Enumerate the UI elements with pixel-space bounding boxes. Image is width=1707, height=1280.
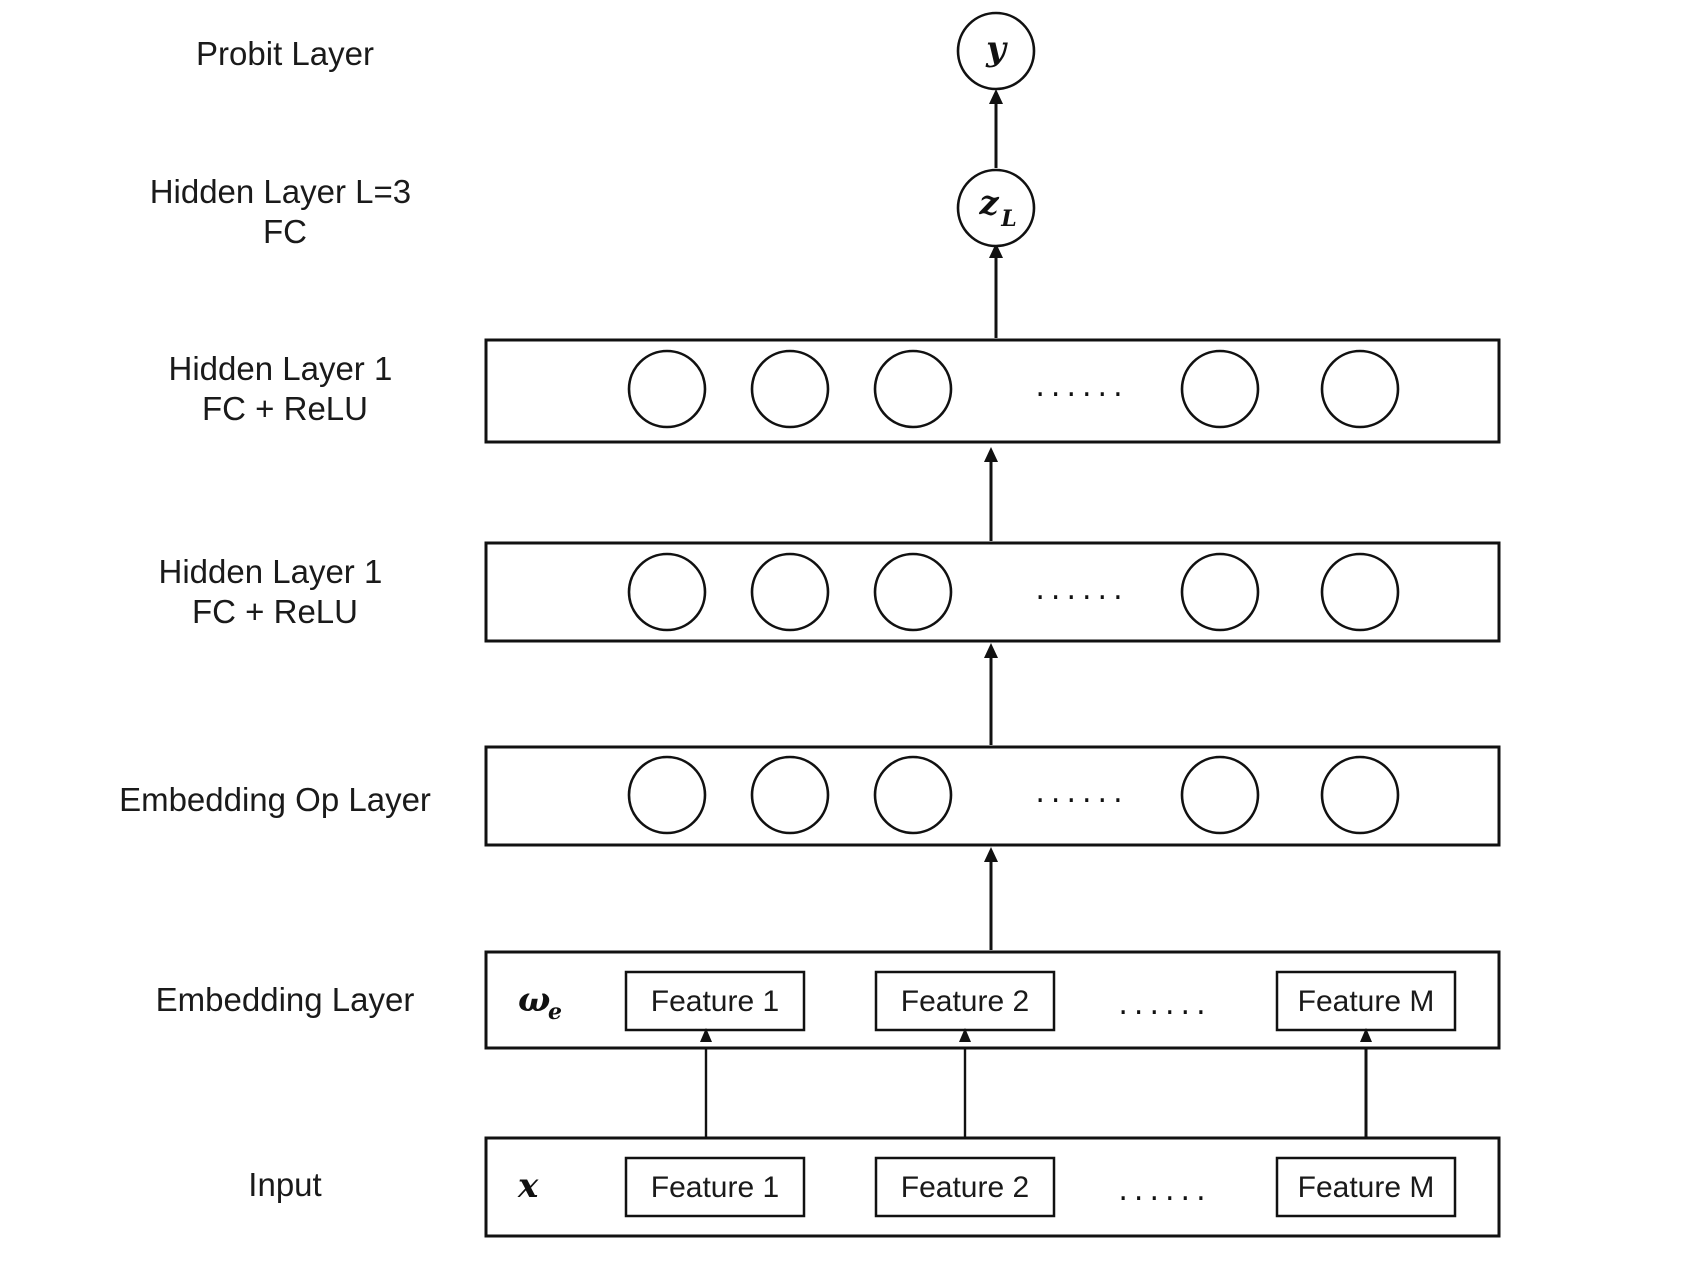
input-feature-2-box	[874, 1156, 1056, 1218]
feature-ellipsis: ......	[1118, 987, 1211, 1022]
neuron-node	[1180, 755, 1260, 835]
neuron-ellipsis: ......	[1035, 572, 1128, 607]
embedding-layer-box: ω e Feature 1 Feature 2 ...... Feature M	[484, 950, 1501, 1050]
arrowhead-y	[989, 89, 1003, 104]
neuron-node	[750, 552, 830, 632]
input-feature-1-box	[624, 1156, 806, 1218]
hidden-layer-bottom-box: ......	[484, 541, 1501, 643]
neuron-node	[1320, 349, 1400, 429]
embedding-op-layer-label: Embedding Op Layer	[119, 781, 431, 818]
neuron-ellipsis: ......	[1035, 775, 1128, 810]
neuron-node	[627, 349, 707, 429]
embedding-feature-m-label: Feature M	[1298, 985, 1435, 1018]
neuron-ellipsis: ......	[1035, 369, 1128, 404]
embedding-feature-1-box	[624, 970, 806, 1032]
input-feature-m-label: Feature M	[1298, 1171, 1435, 1204]
hidden-layer-top-box: ......	[484, 338, 1501, 444]
arrowhead-zl	[989, 243, 1003, 258]
arrowhead-hidden-bottom	[984, 643, 998, 658]
input-layer-box: x Feature 1 Feature 2 ...... Feature M	[484, 1136, 1501, 1238]
neuron-node	[873, 755, 953, 835]
y-symbol: y	[985, 29, 1008, 69]
neuron-node	[627, 755, 707, 835]
neuron-node	[1180, 552, 1260, 632]
y-output-node: y	[956, 11, 1036, 91]
input-feature-2-label: Feature 2	[901, 1171, 1029, 1204]
neuron-node	[873, 552, 953, 632]
neuron-node	[1320, 755, 1400, 835]
arrowhead-hidden-top	[984, 447, 998, 462]
hidden-layer-top-label: Hidden Layer 1 FC + ReLU	[169, 350, 402, 427]
embedding-op-layer-box: ......	[484, 745, 1501, 847]
neuron-node	[873, 349, 953, 429]
input-layer-label: Input	[248, 1166, 321, 1203]
zl-node: z L	[956, 168, 1036, 248]
omega-symbol: ω	[518, 980, 550, 1020]
omega-subscript: e	[548, 999, 562, 1025]
hidden-layer-l-label: Hidden Layer L=3 FC	[150, 173, 421, 250]
zl-symbol: z	[978, 183, 999, 223]
neuron-node	[1180, 349, 1260, 429]
arrowhead-embedding-feature-m-top	[1360, 1028, 1372, 1042]
feature-ellipsis: ......	[1118, 1173, 1211, 1208]
neuron-node	[750, 755, 830, 835]
zl-subscript: L	[1000, 206, 1016, 232]
arrowhead-embedding-feature-2-top	[959, 1028, 971, 1042]
embedding-feature-2-box	[874, 970, 1056, 1032]
hidden-layer-bottom-label: Hidden Layer 1 FC + ReLU	[159, 553, 392, 630]
probit-layer-label: Probit Layer	[196, 35, 374, 72]
arrowhead-embedding-feature-1-top	[700, 1028, 712, 1042]
embedding-feature-2-label: Feature 2	[901, 985, 1029, 1018]
neuron-node	[1320, 552, 1400, 632]
x-symbol: x	[517, 1166, 539, 1206]
input-feature-1-label: Feature 1	[651, 1171, 779, 1204]
input-feature-m-box	[1275, 1156, 1457, 1218]
arrowhead-embedding-op	[984, 847, 998, 862]
neuron-node	[627, 552, 707, 632]
embedding-layer-label: Embedding Layer	[156, 981, 415, 1018]
embedding-feature-1-label: Feature 1	[651, 985, 779, 1018]
embedding-feature-m-box	[1275, 970, 1457, 1032]
neuron-node	[750, 349, 830, 429]
